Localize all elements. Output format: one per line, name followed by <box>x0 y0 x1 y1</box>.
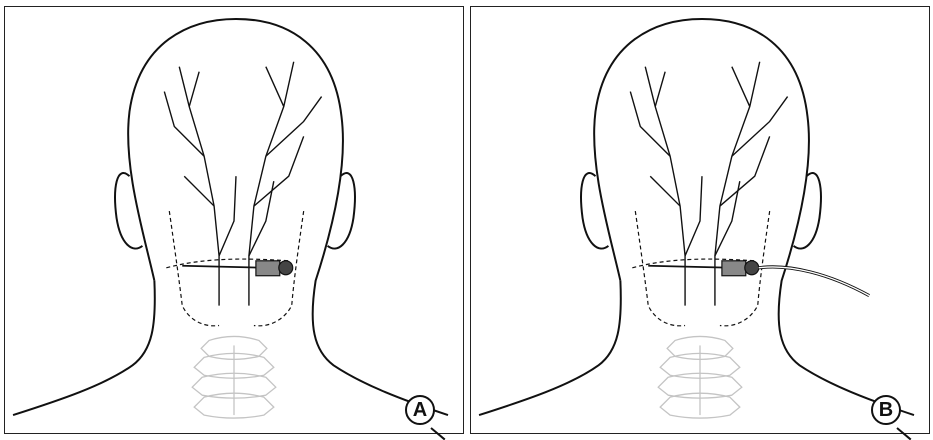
needle <box>182 261 292 276</box>
head-outline <box>13 19 448 415</box>
head-illustration <box>5 7 463 433</box>
head-illustration <box>471 7 929 433</box>
panel-label-b: B <box>871 395 901 425</box>
cervical-vertebrae <box>192 336 276 418</box>
needle <box>648 261 758 276</box>
right-ear <box>328 173 355 248</box>
cervical-vertebrae <box>658 336 742 418</box>
panel-label-a: A <box>405 395 435 425</box>
catheter <box>759 267 869 296</box>
occipital-nerves <box>164 62 321 306</box>
figure-panel-b: B <box>470 6 930 434</box>
figure-panel-a: A <box>4 6 464 434</box>
right-ear <box>794 173 821 248</box>
head-outline <box>479 19 914 415</box>
occipital-nerves <box>630 62 787 306</box>
